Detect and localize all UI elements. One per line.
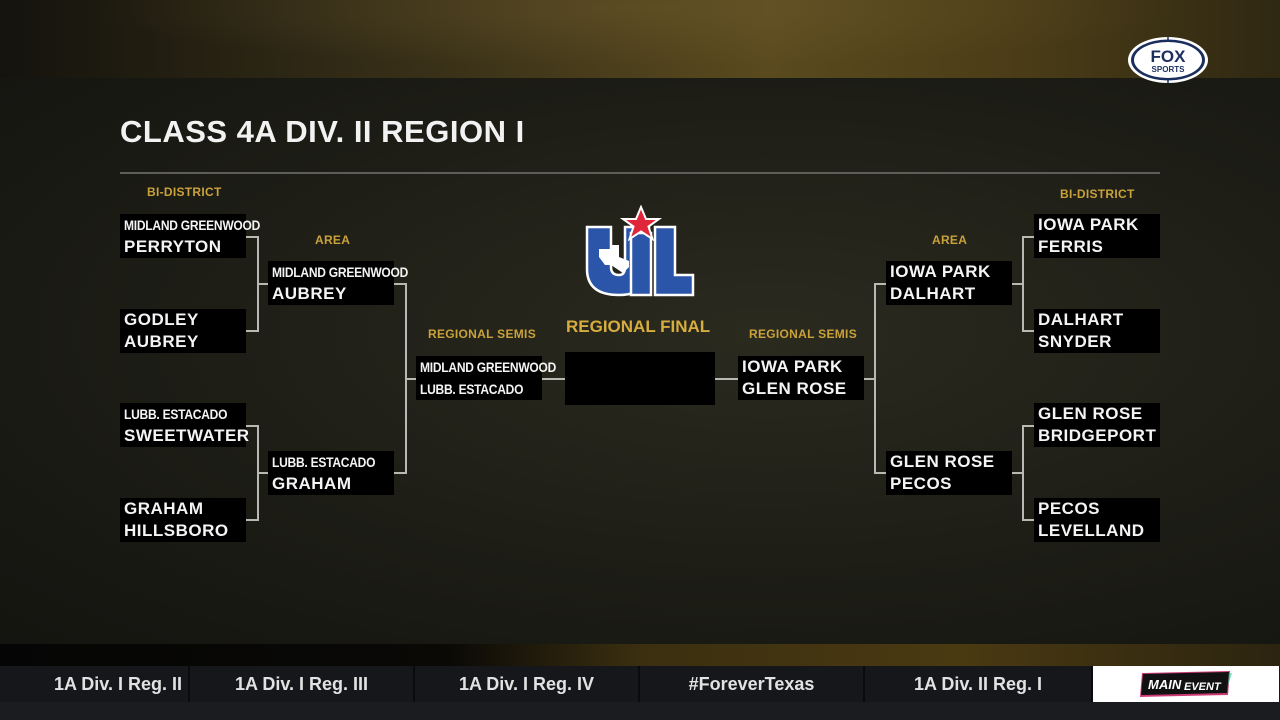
team-name: SWEETWATER (124, 426, 250, 445)
round-label-semis-left: REGIONAL SEMIS (428, 327, 536, 341)
bracket-connector (874, 283, 886, 285)
matchup-box[interactable]: LUBB. ESTACADO GRAHAM (268, 451, 394, 495)
uil-logo-icon (585, 205, 695, 297)
bottom-ticker: 1A Div. I Reg. II 1A Div. I Reg. III 1A … (0, 666, 1280, 702)
bottom-band (0, 702, 1280, 720)
team-name: DALHART (890, 284, 976, 303)
matchup-box[interactable]: MIDLAND GREENWOOD LUBB. ESTACADO (416, 356, 557, 400)
team-name: GODLEY (124, 310, 199, 329)
team-name: IOWA PARK (1038, 215, 1139, 234)
sponsor-main-event[interactable]: MAIN EVENT (1093, 666, 1279, 702)
regional-final-label: REGIONAL FINAL (566, 317, 711, 336)
bracket-connector (257, 283, 268, 285)
main-event-logo-icon: MAIN EVENT (1140, 671, 1232, 697)
bracket-connector (1022, 236, 1034, 238)
round-label-area-left: AREA (315, 233, 351, 247)
bracket-connector (1012, 472, 1023, 474)
fox-sports-logo-icon: FOX SPORTS (1128, 37, 1208, 83)
team-name: HILLSBORO (124, 521, 229, 540)
ticker-item[interactable]: 1A Div. I Reg. III (190, 666, 415, 702)
title-divider (120, 172, 1160, 174)
round-label-bi-district-right: BI-DISTRICT (1060, 187, 1135, 201)
bracket-connector (542, 378, 565, 380)
bracket-title: CLASS 4A DIV. II REGION I (120, 114, 525, 149)
team-name: SNYDER (1038, 332, 1112, 351)
sports-logo-text: SPORTS (1152, 65, 1186, 74)
matchup-box[interactable]: IOWA PARK GLEN ROSE (738, 356, 864, 400)
team-name: AUBREY (272, 284, 347, 303)
team-name: GLEN ROSE (890, 452, 995, 471)
bracket-connector (1012, 283, 1023, 285)
team-name: LUBB. ESTACADO (272, 454, 376, 470)
team-name: AUBREY (124, 332, 199, 351)
team-name: GLEN ROSE (1038, 404, 1143, 423)
bracket-connector (1022, 236, 1024, 332)
team-name: PECOS (1038, 499, 1101, 518)
matchup-box[interactable]: LUBB. ESTACADO SWEETWATER (120, 403, 250, 447)
round-label-semis-right: REGIONAL SEMIS (749, 327, 857, 341)
bracket-connector (864, 378, 875, 380)
bracket-connector (257, 472, 268, 474)
matchup-box[interactable]: IOWA PARK DALHART (886, 261, 1012, 305)
team-name: GRAHAM (124, 499, 204, 518)
team-name: MIDLAND GREENWOOD (420, 359, 557, 375)
team-name: PERRYTON (124, 237, 222, 256)
team-name: LUBB. ESTACADO (420, 381, 524, 397)
team-name: LEVELLAND (1038, 521, 1145, 540)
background-field-bottom (0, 644, 1280, 666)
matchup-box[interactable]: DALHART SNYDER (1034, 309, 1160, 353)
team-name: PECOS (890, 474, 953, 493)
bracket-connector (246, 425, 258, 427)
svg-text:MAIN: MAIN (1148, 677, 1182, 692)
matchup-box[interactable]: PECOS LEVELLAND (1034, 498, 1160, 542)
ticker-item[interactable]: #ForeverTexas (640, 666, 865, 702)
matchup-box[interactable]: MIDLAND GREENWOOD AUBREY (268, 261, 409, 305)
matchup-box[interactable]: MIDLAND GREENWOOD PERRYTON (120, 214, 261, 258)
ticker-item[interactable]: 1A Div. I Reg. IV (415, 666, 640, 702)
team-name: MIDLAND GREENWOOD (272, 264, 409, 280)
round-label-bi-district-left: BI-DISTRICT (147, 185, 222, 199)
team-name: IOWA PARK (742, 357, 843, 376)
matchup-box[interactable]: GLEN ROSE BRIDGEPORT (1034, 403, 1160, 447)
bracket-connector (1022, 425, 1034, 427)
team-name: IOWA PARK (890, 262, 991, 281)
ticker-item[interactable]: 1A Div. II Reg. I (865, 666, 1093, 702)
bracket-connector (394, 283, 406, 285)
bracket-connector (405, 378, 416, 380)
bracket-connector (246, 330, 258, 332)
bracket-connector (1022, 425, 1024, 521)
matchup-box[interactable]: IOWA PARK FERRIS (1034, 214, 1160, 258)
team-name: BRIDGEPORT (1038, 426, 1157, 445)
team-name: LUBB. ESTACADO (124, 406, 228, 422)
bracket-connector (1022, 519, 1034, 521)
fox-logo-text: FOX (1151, 47, 1187, 66)
bracket-connector (874, 283, 876, 474)
bracket-connector (394, 472, 406, 474)
team-name: GLEN ROSE (742, 379, 847, 398)
round-label-area-right: AREA (932, 233, 968, 247)
team-name: MIDLAND GREENWOOD (124, 217, 261, 233)
team-name: DALHART (1038, 310, 1124, 329)
background-field-top (0, 0, 1280, 78)
matchup-box[interactable]: GLEN ROSE PECOS (886, 451, 1012, 495)
ticker-item[interactable]: 1A Div. I Reg. II (0, 666, 190, 702)
bracket-connector (246, 236, 258, 238)
bracket-connector (874, 472, 886, 474)
bracket-connector (246, 519, 258, 521)
regional-final-box[interactable] (565, 352, 715, 405)
bracket-connector (1022, 330, 1034, 332)
svg-text:EVENT: EVENT (1184, 681, 1222, 693)
matchup-box[interactable]: GODLEY AUBREY (120, 309, 246, 353)
team-name: GRAHAM (272, 474, 352, 493)
matchup-box[interactable]: GRAHAM HILLSBORO (120, 498, 246, 542)
team-name: FERRIS (1038, 237, 1104, 256)
bracket-connector (715, 378, 738, 380)
